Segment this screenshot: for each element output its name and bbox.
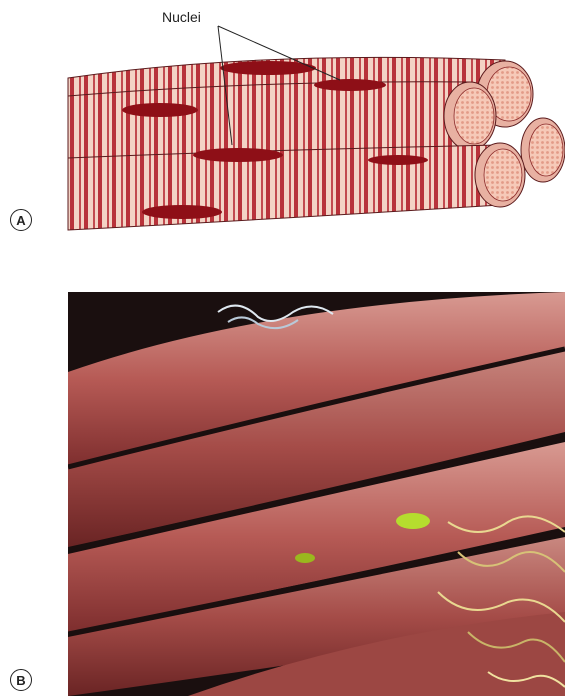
micrograph-cell-green-1 (396, 513, 430, 529)
nucleus-3 (122, 103, 198, 117)
nucleus-5 (368, 155, 428, 165)
nuclei-annotation: Nuclei (162, 9, 201, 25)
nucleus-2 (314, 79, 386, 91)
muscle-fiber-micrograph (68, 292, 565, 696)
panel-label-a: A (10, 209, 32, 231)
nucleus-4 (193, 148, 283, 162)
panel-label-b: B (10, 669, 32, 691)
micrograph-cell-green-2 (295, 553, 315, 563)
muscle-fiber-right (521, 118, 565, 182)
muscle-fiber-bottom (68, 143, 525, 230)
muscle-fiber-diagram: Nuclei (0, 0, 565, 250)
nucleus-6 (142, 205, 222, 219)
